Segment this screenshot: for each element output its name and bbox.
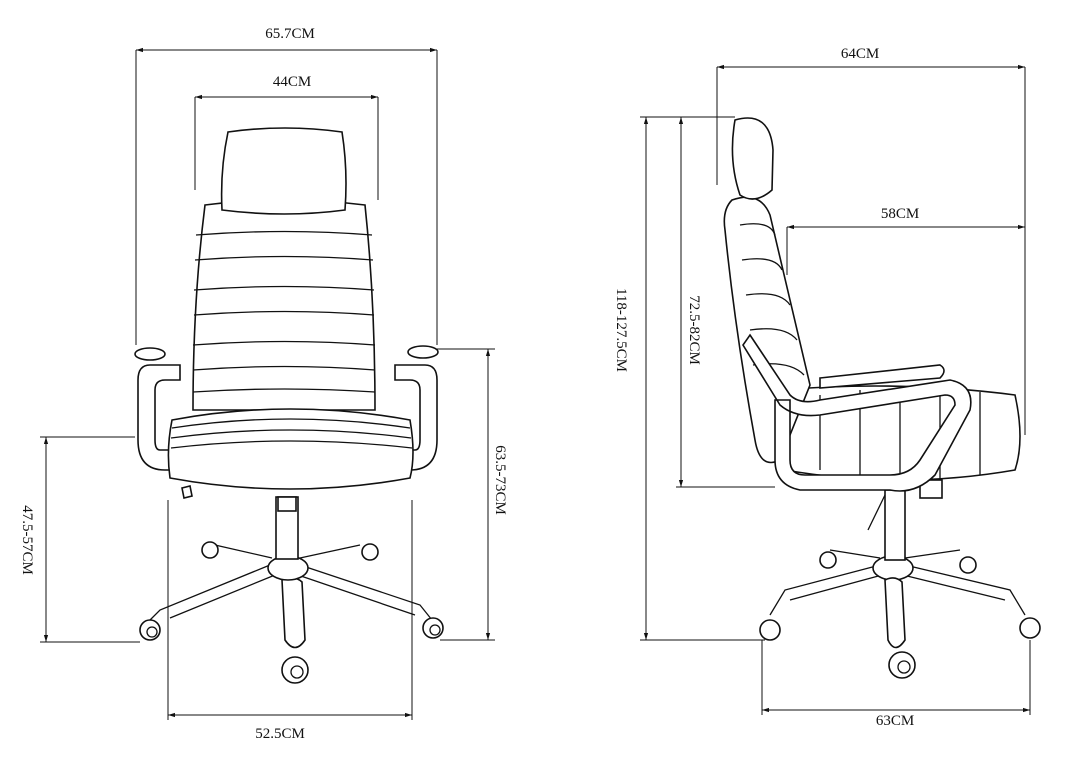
- dimension-overall-height: 118-127.5CM: [613, 116, 765, 641]
- dimension-backrest-height: 72.5-82CM: [676, 117, 775, 488]
- overall-depth-label: 64CM: [841, 46, 879, 62]
- side-chair-drawing: [723, 117, 1041, 679]
- backrest-height-label: 72.5-82CM: [686, 295, 702, 365]
- base-depth-label: 63CM: [876, 713, 914, 729]
- dimension-seat-depth: 58CM: [786, 206, 1025, 275]
- front-chair-drawing: [134, 127, 444, 684]
- seat-depth-label: 58CM: [881, 206, 919, 222]
- headrest-width-label: 44CM: [273, 74, 311, 90]
- base-width-label: 52.5CM: [255, 726, 305, 742]
- dimension-armrest-height: 63.5-73CM: [435, 348, 508, 641]
- dimension-overall-depth: 64CM: [716, 46, 1026, 435]
- dimension-seat-height: 47.5-57CM: [19, 436, 140, 643]
- side-view: 64CM 58CM 118-127.5CM 72.5-82CM 63CM: [613, 46, 1041, 729]
- overall-width-label: 65.7CM: [265, 26, 315, 42]
- seat-height-label: 47.5-57CM: [19, 505, 35, 575]
- dimension-base-width: 52.5CM: [167, 500, 413, 742]
- dimension-headrest-width: 44CM: [194, 74, 379, 200]
- overall-height-label: 118-127.5CM: [613, 288, 629, 372]
- front-view: 65.7CM 44CM 63.5-73CM 47.5-57CM 52.5CM: [19, 26, 508, 742]
- armrest-height-label: 63.5-73CM: [492, 445, 508, 515]
- dimension-base-depth: 63CM: [761, 640, 1031, 729]
- dimension-overall-width: 65.7CM: [135, 26, 438, 345]
